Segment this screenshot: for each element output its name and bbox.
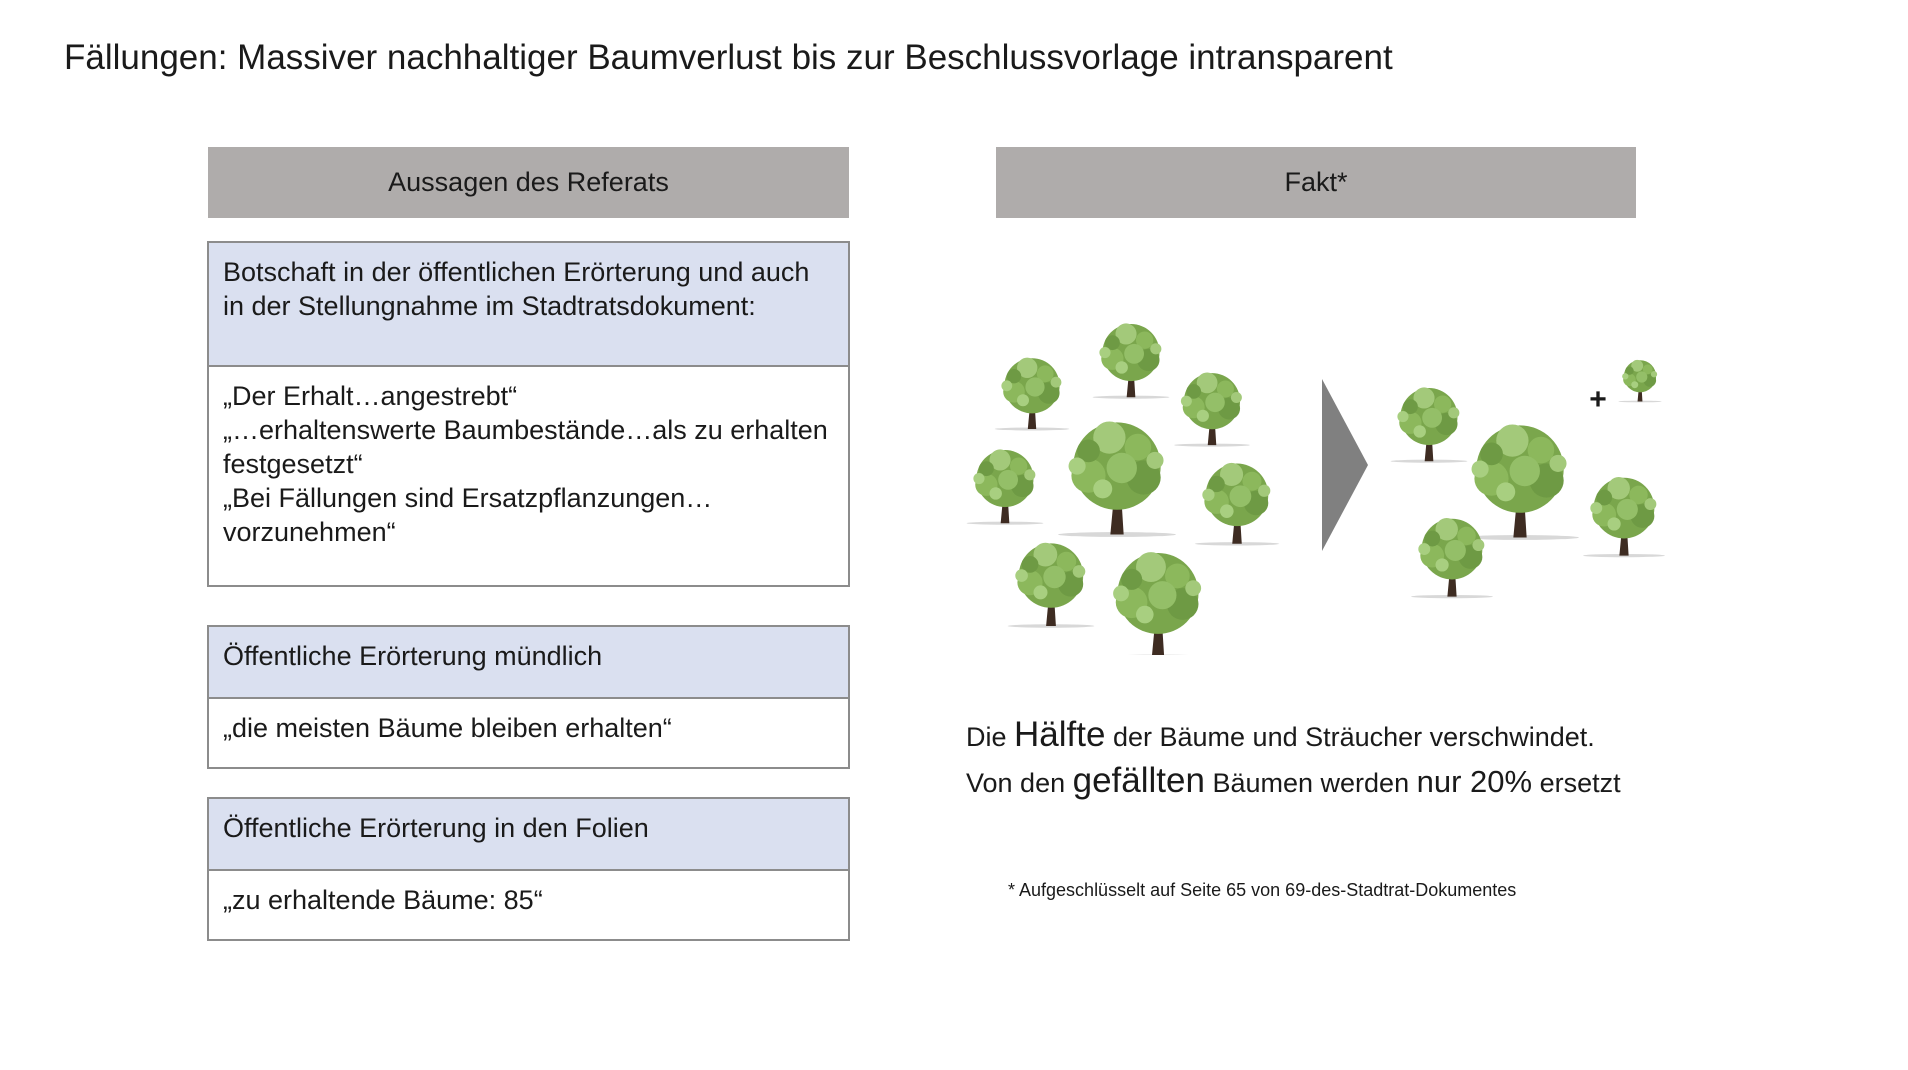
statement-card-1: Botschaft in der öffentlichen Erörterung… — [207, 241, 850, 587]
tree-icon — [1390, 387, 1468, 463]
tree-icon — [994, 357, 1070, 431]
quote-line: „zu erhaltende Bäume: 85“ — [223, 885, 543, 915]
quote-line: „die meisten Bäume bleiben erhalten“ — [223, 713, 672, 743]
quote-line: „…erhaltenswerte Baumbestände…als zu erh… — [223, 415, 828, 479]
tree-icon — [1411, 518, 1493, 599]
fact-text: Bäumen werden — [1212, 768, 1410, 798]
fact-text: Die — [966, 722, 1007, 752]
card-heading: Öffentliche Erörterung mündlich — [209, 627, 848, 699]
tree-loss-illustration: + — [966, 323, 1665, 655]
quote-line: „Der Erhalt…angestrebt“ — [223, 381, 518, 411]
fact-line-1: Die Hälfte der Bäume und Sträucher versc… — [966, 713, 1621, 759]
plus-symbol: + — [1589, 383, 1607, 416]
card-quotes: „die meisten Bäume bleiben erhalten“ — [209, 699, 848, 757]
tree-icon — [1007, 542, 1095, 628]
fact-text: ersetzt — [1539, 768, 1621, 798]
fact-text: Von den — [966, 768, 1066, 798]
tree-icon — [1103, 552, 1213, 655]
tree-icon — [1461, 424, 1579, 540]
card-heading: Botschaft in der öffentlichen Erörterung… — [209, 243, 848, 367]
arrow-right-icon — [1322, 379, 1368, 551]
card-quotes: „zu erhaltende Bäume: 85“ — [209, 871, 848, 929]
fact-emphasis: gefällten — [1072, 761, 1205, 800]
tree-icon — [1058, 421, 1176, 537]
fact-emphasis: nur 20% — [1416, 764, 1533, 799]
quote-line: „Bei Fällungen sind Ersatzpflanzungen…vo… — [223, 483, 713, 547]
fact-line-2: Von den gefällten Bäumen werden nur 20% … — [966, 759, 1621, 805]
page-title: Fällungen: Massiver nachhaltiger Baumver… — [64, 38, 1393, 77]
facts-text: Die Hälfte der Bäume und Sträucher versc… — [966, 713, 1621, 805]
statement-card-2: Öffentliche Erörterung mündlich „die mei… — [207, 625, 850, 769]
tree-icon — [1618, 359, 1662, 403]
tree-icon — [966, 449, 1044, 525]
fact-text: der Bäume und Sträucher verschwindet. — [1112, 722, 1595, 752]
card-heading: Öffentliche Erörterung in den Folien — [209, 799, 848, 871]
tree-icon — [1092, 323, 1170, 399]
column-header-facts: Fakt* — [996, 147, 1636, 218]
tree-icon — [1194, 462, 1280, 546]
tree-icon — [1174, 372, 1250, 447]
column-header-statements: Aussagen des Referats — [208, 147, 849, 218]
tree-icon — [1583, 477, 1665, 558]
fact-emphasis: Hälfte — [1014, 715, 1106, 754]
footnote: * Aufgeschlüsselt auf Seite 65 von 69-de… — [1008, 880, 1517, 900]
statement-card-3: Öffentliche Erörterung in den Folien „zu… — [207, 797, 850, 941]
card-quotes: „Der Erhalt…angestrebt“ „…erhaltenswerte… — [209, 367, 848, 561]
